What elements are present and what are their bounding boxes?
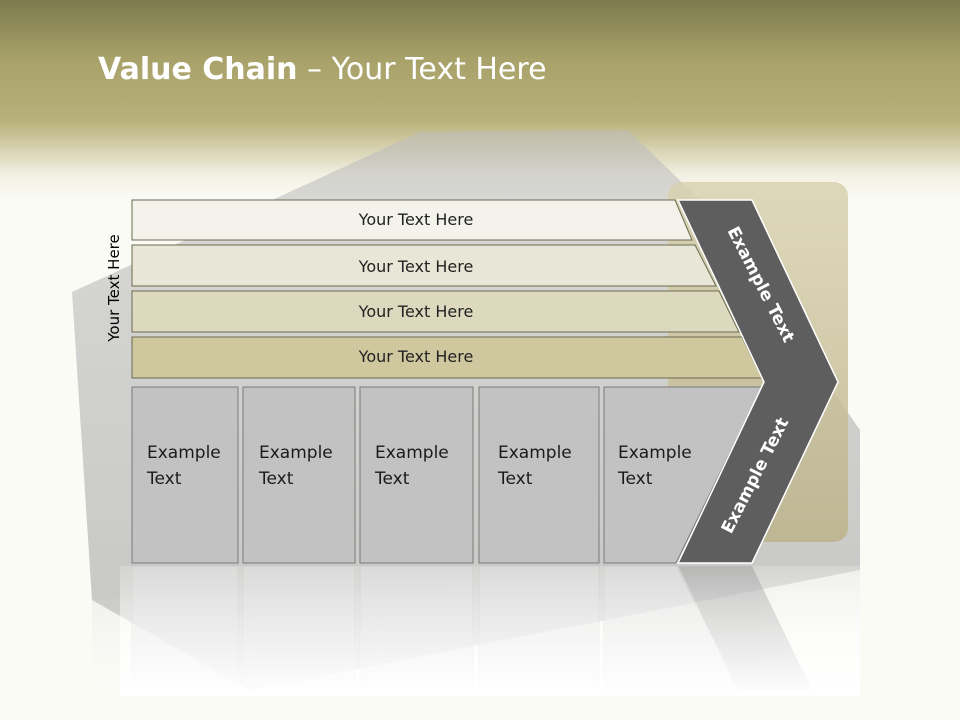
column-4: Example Text — [478, 386, 600, 564]
column-5-line1: Example — [618, 443, 692, 463]
column-3-line1: Example — [375, 443, 449, 463]
column-1-box — [131, 386, 239, 564]
column-3-label: Example Text — [374, 443, 454, 489]
column-2: Example Text — [242, 386, 356, 564]
column-1-label: Example Text — [146, 443, 226, 489]
column-4-label: Example Text — [497, 443, 577, 489]
column-3: Example Text — [359, 386, 474, 564]
bar-4-label: Your Text Here — [358, 347, 474, 366]
column-1-line2: Text — [146, 469, 182, 489]
bar-2-shape — [131, 244, 717, 287]
column-5-box — [603, 386, 763, 564]
column-4-box — [478, 386, 600, 564]
bar-2-label: Your Text Here — [358, 257, 474, 276]
bar-3-label: Your Text Here — [358, 302, 474, 321]
column-4-line2: Text — [497, 469, 533, 489]
column-2-box — [242, 386, 356, 564]
margin-arrow-shape — [676, 199, 839, 564]
column-3-line2: Text — [374, 469, 410, 489]
column-1-line1: Example — [147, 443, 221, 463]
column-5-line2: Text — [617, 469, 653, 489]
page-title: Value Chain – Your Text Here — [98, 52, 547, 87]
bar-1-label: Your Text Here — [358, 210, 474, 229]
bar-1: Your Text Here — [131, 199, 693, 241]
title-bold: Value Chain — [98, 52, 298, 87]
bar-4: Your Text Here — [131, 336, 763, 379]
bar-3-shape — [131, 290, 740, 333]
bar-1-shape — [131, 199, 693, 241]
column-2-label: Example Text — [258, 443, 338, 489]
bar-3: Your Text Here — [131, 290, 740, 333]
column-2-line1: Example — [259, 443, 333, 463]
column-4-line1: Example — [498, 443, 572, 463]
column-5-label: Example Text — [617, 443, 697, 489]
reflection-fade — [120, 566, 860, 696]
title-subtitle: – Your Text Here — [297, 52, 547, 87]
bar-2: Your Text Here — [131, 244, 717, 287]
column-2-line2: Text — [258, 469, 294, 489]
column-3-box — [359, 386, 474, 564]
column-1: Example Text — [131, 386, 239, 564]
column-5: Example Text — [603, 386, 763, 564]
